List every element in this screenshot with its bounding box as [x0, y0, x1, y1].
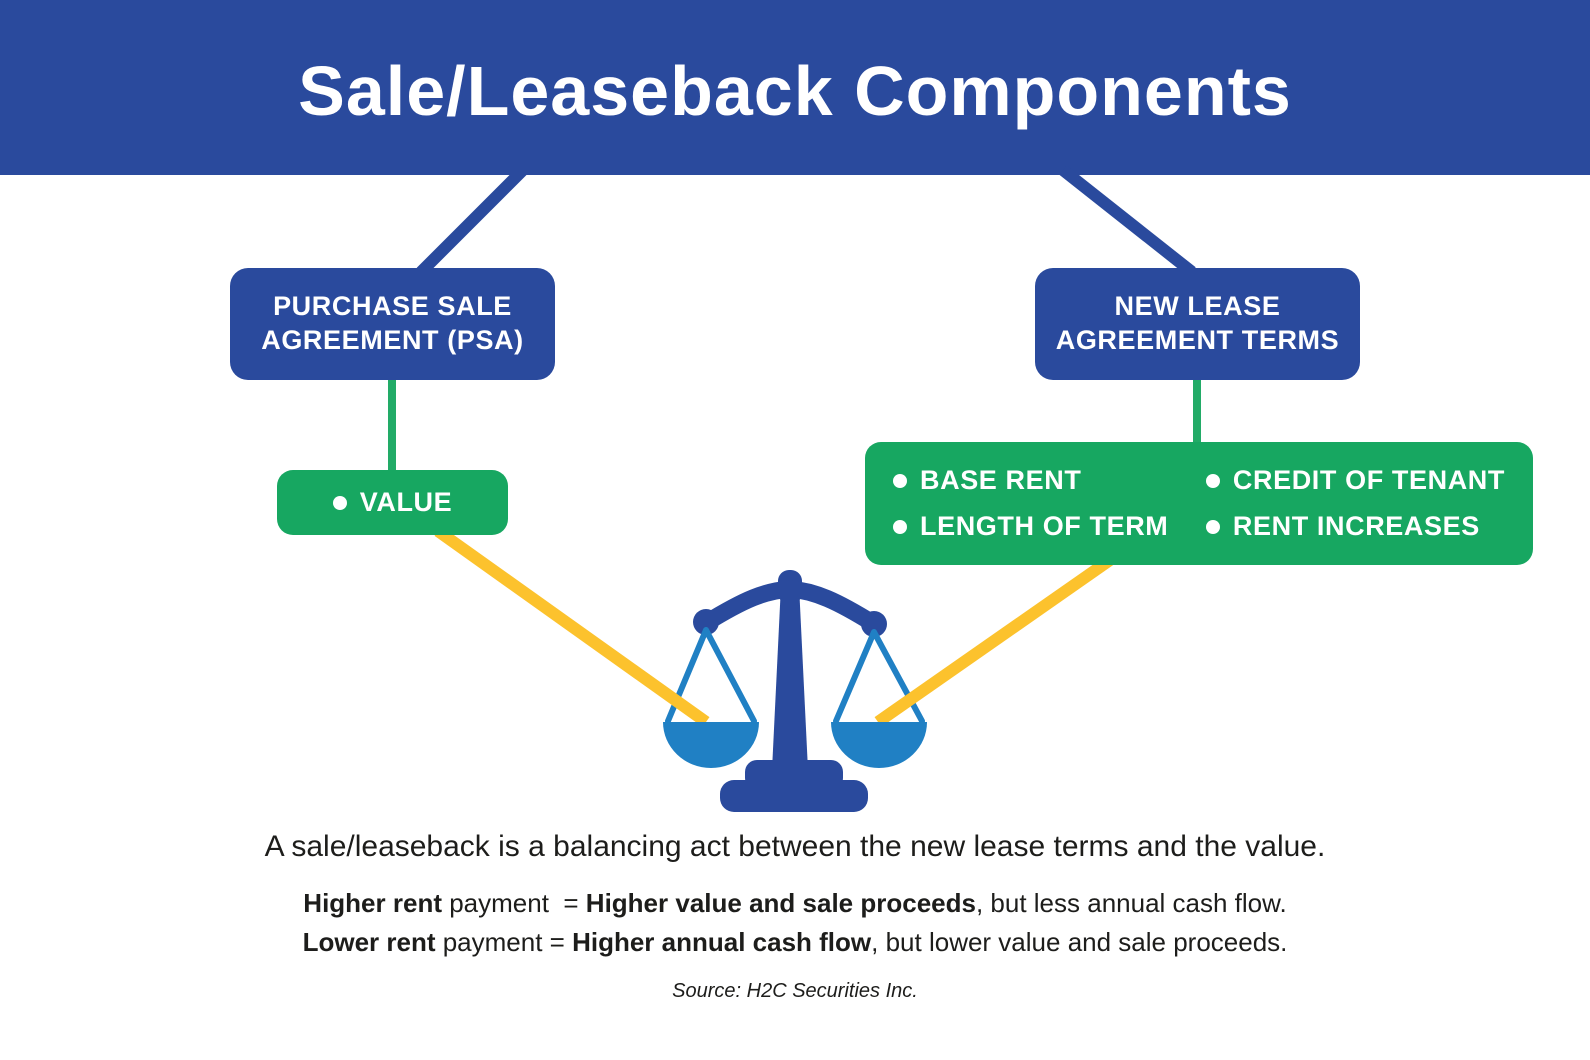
- node-lease-terms: BASE RENT LENGTH OF TERM CREDIT OF TENAN…: [865, 442, 1533, 565]
- terms-column-2: CREDIT OF TENANT RENT INCREASES: [1205, 465, 1505, 542]
- scale-pan-right: [831, 722, 927, 768]
- caption-text: payment =: [435, 927, 573, 957]
- connector-header-to-lease: [1059, 165, 1196, 277]
- scale-top-nub: [778, 570, 802, 604]
- caption-lower-rent: Lower rent payment = Higher annual cash …: [0, 927, 1590, 958]
- bullet-icon: [332, 495, 347, 510]
- caption-summary: A sale/leaseback is a balancing act betw…: [264, 830, 1326, 863]
- psa-label-line1: PURCHASE SALE: [273, 291, 512, 322]
- scale-pan-left: [663, 722, 759, 768]
- scale-beam-knob-right: [861, 611, 887, 637]
- lease-label-line1: NEW LEASE: [1114, 291, 1281, 322]
- scale-beam-knob-left: [693, 609, 719, 635]
- connector-header-to-psa: [416, 165, 528, 277]
- scale-beam: [697, 580, 883, 633]
- term-item: CREDIT OF TENANT: [1205, 465, 1505, 496]
- terms-column-1: BASE RENT LENGTH OF TERM: [893, 465, 1206, 542]
- term-item: RENT INCREASES: [1205, 511, 1505, 542]
- connector-terms-to-scale: [874, 555, 1114, 727]
- caption-text: payment =: [441, 888, 586, 918]
- node-value: VALUE: [277, 470, 508, 535]
- node-new-lease-agreement: NEW LEASE AGREEMENT TERMS: [1035, 268, 1360, 380]
- caption-text: , but lower value and sale proceeds.: [871, 927, 1288, 957]
- value-label: VALUE: [359, 487, 453, 517]
- psa-label-line2: AGREEMENT (PSA): [261, 325, 524, 355]
- bullet-icon: [1205, 519, 1220, 534]
- term-item: BASE RENT: [893, 465, 1206, 496]
- term-item: LENGTH OF TERM: [893, 511, 1206, 542]
- term-label: LENGTH OF TERM: [920, 511, 1169, 541]
- bullet-icon: [1205, 473, 1220, 488]
- scale-post: [772, 585, 808, 770]
- caption-higher-rent: Higher rent payment = Higher value and s…: [0, 888, 1590, 919]
- scale-base-upper: [745, 760, 843, 790]
- caption-bold: Lower rent: [302, 927, 436, 957]
- node-purchase-sale-agreement: PURCHASE SALE AGREEMENT (PSA): [230, 268, 555, 380]
- bullet-icon: [893, 519, 907, 534]
- caption-bold: Higher value and sale proceeds: [585, 888, 976, 918]
- term-label: RENT INCREASES: [1232, 511, 1480, 541]
- scale-strings-left: [665, 627, 757, 724]
- term-label: CREDIT OF TENANT: [1232, 465, 1505, 495]
- scale-strings-right: [833, 629, 925, 724]
- page-title: Sale/Leaseback Components: [298, 51, 1292, 130]
- header-banner: Sale/Leaseback Components: [0, 0, 1590, 175]
- scale-base-lower: [720, 780, 868, 812]
- caption-bold: Higher rent: [303, 888, 442, 918]
- caption-text: , but less annual cash flow.: [975, 888, 1287, 918]
- bullet-icon: [893, 473, 907, 488]
- balance-scale-icon: [434, 526, 1114, 812]
- lease-label-line2: AGREEMENT TERMS: [1055, 325, 1340, 355]
- connector-value-to-scale: [434, 526, 710, 727]
- term-label: BASE RENT: [920, 465, 1082, 495]
- source-attribution: Source: H2C Securities Inc.: [672, 980, 918, 1002]
- caption-bold: Higher annual cash flow: [572, 927, 872, 957]
